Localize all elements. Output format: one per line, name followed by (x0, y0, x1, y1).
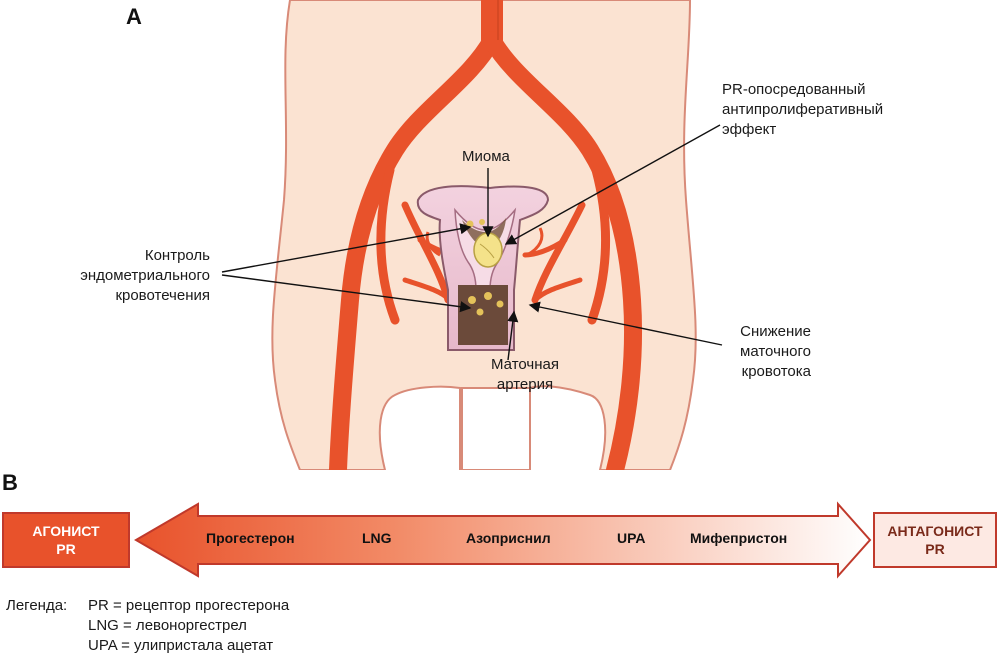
label-uterine-artery: Маточная артерия (491, 356, 559, 393)
drug-upa: UPA (617, 530, 646, 546)
panel-a-letter: A (126, 4, 142, 29)
legend-item-pr: PR = рецептор прогестерона (88, 597, 290, 614)
label-endometrial-bleeding-control: Контроль эндометриального кровотечения (80, 247, 210, 304)
legend-items: PR = рецептор прогестерона LNG = левонор… (88, 596, 289, 656)
legend-item-lng: LNG = левоноргестрел (88, 617, 247, 634)
antagonist-label-line2: PR (925, 541, 945, 557)
drug-lng: LNG (362, 530, 392, 546)
double-headed-arrow (134, 501, 872, 579)
legend-item-upa: UPA = улипристала ацетат (88, 637, 274, 654)
anatomy-illustration (221, 0, 723, 470)
antagonist-label-line1: АНТАГОНИСТ (887, 523, 983, 539)
drug-mifepristone: Мифепристон (690, 530, 788, 546)
panel-b-letter: B (2, 470, 18, 495)
pr-agonist-box: АГОНИСТ PR (2, 512, 130, 568)
legs-gap (461, 387, 531, 470)
label-pr-antiproliferative-effect: PR-опосредованный антипролиферативный эф… (722, 81, 884, 138)
pr-antagonist-box: АНТАГОНИСТ PR (873, 512, 997, 568)
label-reduced-uterine-blood-flow: Снижение маточного кровотока (740, 323, 811, 380)
agonist-label-line2: PR (56, 541, 76, 557)
callout-lines (221, 124, 723, 361)
agonist-antagonist-spectrum-arrow (134, 501, 872, 579)
cervix-lining (458, 285, 508, 345)
uterus (416, 185, 550, 351)
label-myoma: Миома (462, 148, 510, 165)
drug-asoprisnil: Азоприснил (466, 530, 551, 546)
agonist-label-line1: АГОНИСТ (32, 523, 100, 539)
drug-progesterone: Прогестерон (206, 530, 295, 546)
legend-title: Легенда: (6, 597, 68, 614)
